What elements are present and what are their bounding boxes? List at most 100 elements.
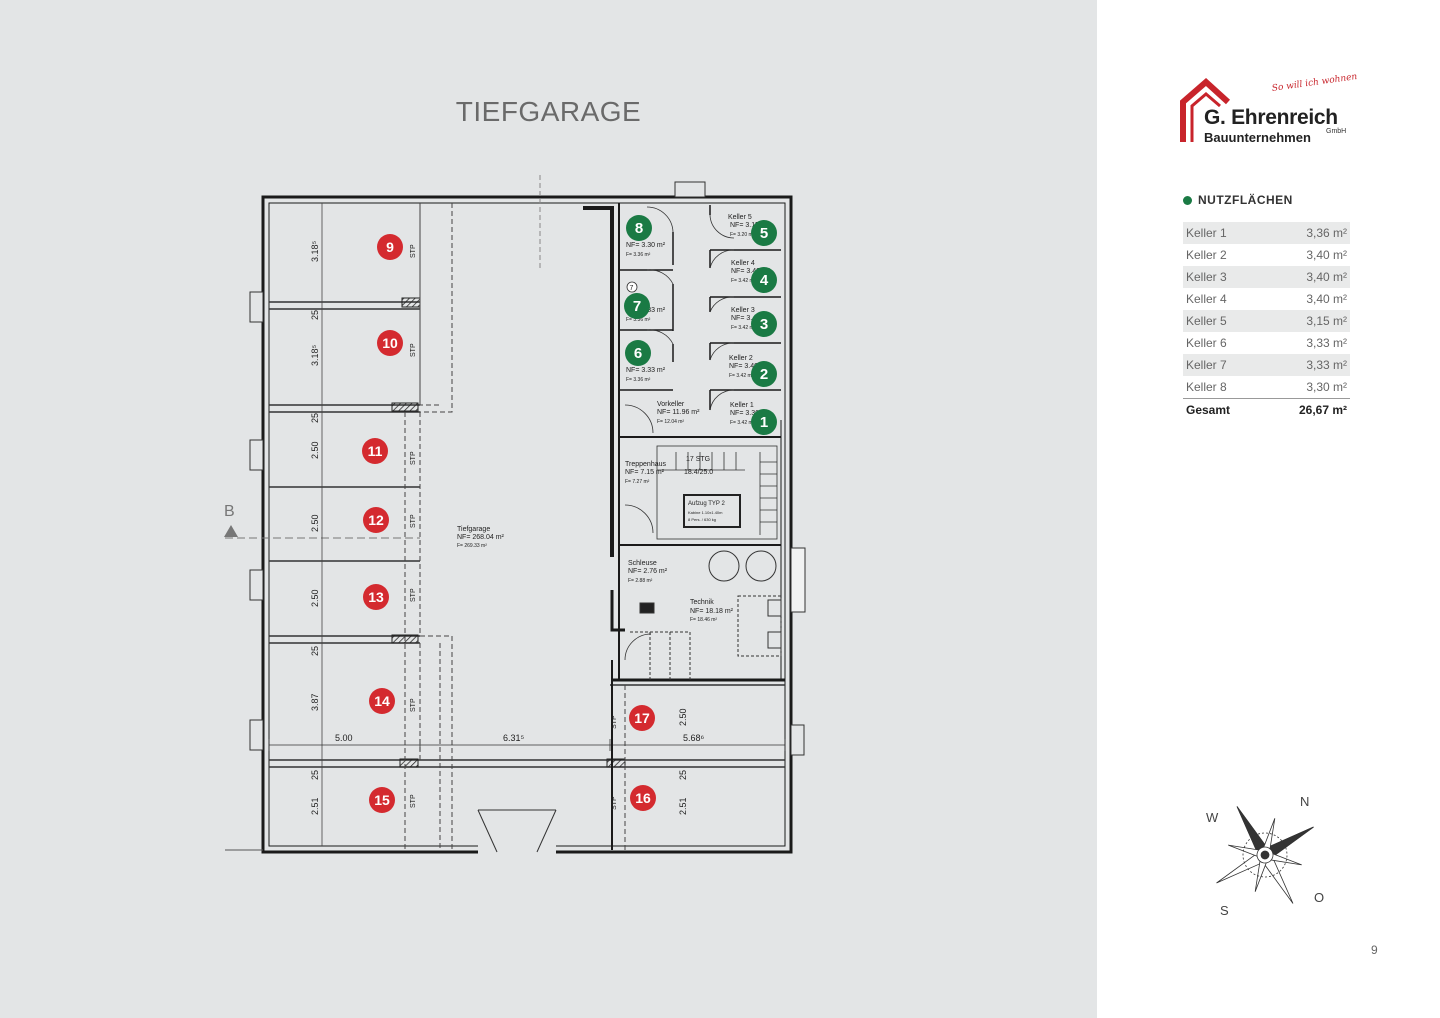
svg-text:12: 12 xyxy=(368,512,384,528)
dim-text: 2.50 xyxy=(678,708,688,726)
columns xyxy=(391,297,626,768)
keller-marker: 8 xyxy=(626,215,652,241)
section-marker-b: B xyxy=(224,503,238,537)
stp-label: STP xyxy=(410,514,417,528)
dim-line-horizontal xyxy=(268,739,786,751)
compass-n: N xyxy=(1300,794,1309,809)
keller-3-f: F= 3.42 m² xyxy=(731,325,756,331)
dim-text: 2.50 xyxy=(310,589,320,607)
parking-marker: 12 xyxy=(363,507,389,533)
svg-text:7: 7 xyxy=(633,298,641,315)
svg-text:B: B xyxy=(224,503,235,520)
compass-rose-icon: N W S O xyxy=(1206,794,1324,918)
keller-6-nf: NF= 3.33 m² xyxy=(626,367,666,374)
stp-label: STP xyxy=(410,588,417,602)
svg-text:6: 6 xyxy=(634,345,642,362)
tiefgarage-f: F= 269.33 m² xyxy=(457,543,487,549)
stp-label: STP xyxy=(611,715,618,729)
dim-text: 3.87 xyxy=(310,693,320,711)
stp-label: STP xyxy=(410,343,417,357)
stp-label: STP xyxy=(410,794,417,808)
svg-text:14: 14 xyxy=(374,693,390,709)
technik-nf: NF= 18.18 m² xyxy=(690,608,734,615)
svg-text:15: 15 xyxy=(374,792,390,808)
keller-8-nf: NF= 3.30 m² xyxy=(626,242,666,249)
parking-marker: 13 xyxy=(363,584,389,610)
aufzug-name: Aufzug TYP 2 xyxy=(688,501,725,507)
ramp xyxy=(477,809,557,853)
keller-5-f: F= 3.20 m² xyxy=(730,232,755,238)
floor-plan: NF= 3.30 m² F= 3.36 m² NF= 3.33 m² F= 3.… xyxy=(224,175,806,856)
keller-4-name: Keller 4 xyxy=(731,260,755,267)
svg-text:10: 10 xyxy=(382,335,398,351)
compass-o: O xyxy=(1314,890,1324,905)
keller-4-nf: NF= 3.40 m² xyxy=(731,268,771,275)
dim-text: 3.18⁵ xyxy=(310,240,320,262)
svg-text:11: 11 xyxy=(368,443,383,459)
tiefgarage-nf: NF= 268.04 m² xyxy=(457,534,505,541)
page-number: 9 xyxy=(1371,943,1378,957)
keller-marker: 1 xyxy=(751,409,777,435)
dashed-guides xyxy=(225,175,626,850)
plan-title: TIEFGARAGE xyxy=(455,96,642,127)
svg-text:17: 17 xyxy=(634,710,650,726)
svg-text:5: 5 xyxy=(760,225,768,242)
stp-label: STP xyxy=(611,796,618,810)
keller-4-f: F= 3.42 m² xyxy=(731,278,756,284)
dim-text: 6.31⁵ xyxy=(503,733,525,743)
vorkeller-f: F= 12.04 m² xyxy=(657,419,684,425)
keller-7-f: F= 3.36 m² xyxy=(626,317,651,323)
dim-text: 2.51 xyxy=(678,797,688,815)
svg-text:3: 3 xyxy=(760,316,768,333)
keller-marker: 6 xyxy=(625,340,651,366)
stp-label: STP xyxy=(410,698,417,712)
svg-text:1: 1 xyxy=(760,414,768,431)
keller-8-f: F= 3.36 m² xyxy=(626,252,651,258)
keller-marker: 7 xyxy=(624,293,650,319)
keller-2-nf: NF= 3.40 m² xyxy=(729,363,769,370)
tiefgarage-name: Tiefgarage xyxy=(457,526,490,533)
aufzug-line2: 8 Pers. / 630 kg xyxy=(688,517,716,522)
aufzug-line1: Kabine 1.10x1.40m xyxy=(688,510,723,515)
logo-subtitle: Bauunternehmen xyxy=(1204,130,1311,145)
technik-equipment xyxy=(630,550,782,680)
dim-text: 5.00 xyxy=(335,733,353,743)
stp-label: STP xyxy=(410,451,417,465)
logo-name: G. Ehrenreich xyxy=(1204,106,1338,129)
window-notches xyxy=(249,181,806,756)
stp-label: STP xyxy=(410,244,417,258)
logo-gmbh: GmbH xyxy=(1326,128,1347,135)
technik-f: F= 18.46 m² xyxy=(690,617,717,623)
parking-marker: 16 xyxy=(630,785,656,811)
small-circle-marker xyxy=(626,281,638,293)
compass-w: W xyxy=(1206,810,1219,825)
schleuse-name: Schleuse xyxy=(628,560,657,567)
treppenhaus-name: Treppenhaus xyxy=(625,461,666,468)
dim-text: 25 xyxy=(310,646,320,656)
parking-marker: 15 xyxy=(369,787,395,813)
keller-1-name: Keller 1 xyxy=(730,402,754,409)
dim-text: 3.18⁵ xyxy=(310,344,320,366)
keller-2-f: F= 3.42 m² xyxy=(729,373,754,379)
svg-text:8: 8 xyxy=(635,220,643,237)
parking-marker: 10 xyxy=(377,330,403,356)
vorkeller-name: Vorkeller xyxy=(657,401,685,408)
keller-5-nf: NF= 3.15 m² xyxy=(730,222,770,229)
keller-marker: 2 xyxy=(751,361,777,387)
dim-text: 2.50 xyxy=(310,441,320,459)
dim-text: 25 xyxy=(310,310,320,320)
keller-2-name: Keller 2 xyxy=(729,355,753,362)
ramp-opening xyxy=(478,844,556,856)
core-walls xyxy=(583,203,785,850)
svg-text:4: 4 xyxy=(760,272,769,289)
keller-3-nf: NF= 3.40 m² xyxy=(731,315,771,322)
parking-dividers xyxy=(269,301,785,768)
